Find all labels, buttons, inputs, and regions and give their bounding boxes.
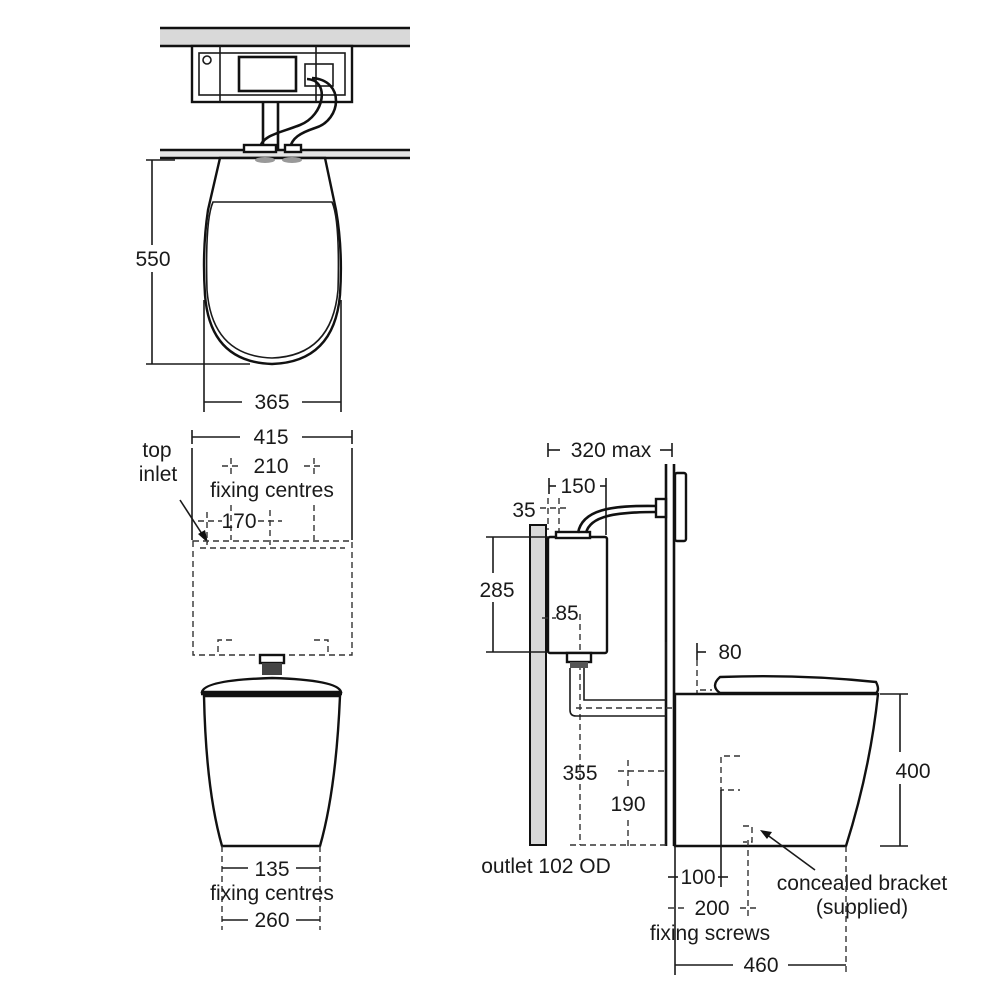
dim-80: 80 [718,641,741,664]
dim-460: 460 [743,954,778,977]
bracket-label-2: (supplied) [816,896,908,919]
dim-150: 150 [560,475,595,498]
dim-260: 260 [254,909,289,932]
dim-285: 285 [479,579,514,602]
side-view: 320 max 150 35 285 85 [479,439,947,977]
dim-170: 170 [221,510,256,533]
cistern-top [190,44,354,104]
concealed-cistern-outline [192,540,353,656]
ceiling-wall [160,28,410,46]
dim-190: 190 [610,793,645,816]
bracket-arrow [765,833,816,871]
fixing-centres-label-bottom: fixing centres [210,882,334,905]
dim-200: 200 [694,897,729,920]
dim-415: 415 [253,426,288,449]
dim-320-max: 320 max [571,439,652,462]
outlet-pipe [569,668,666,717]
flush-panel [237,55,298,93]
flush-hose [576,504,658,534]
seat-side [713,674,880,695]
top-view: 550 365 [135,26,410,414]
front-view: 415 top inlet 210 fixing centres 170 135 [139,426,353,932]
dim-550: 550 [135,248,170,271]
dim-210: 210 [253,455,288,478]
fixing-centres-label-top: fixing centres [210,479,334,502]
cistern-side [546,535,609,655]
hose [258,77,323,149]
seat-front [200,676,343,694]
dim-100: 100 [680,866,715,889]
dim-355: 355 [562,762,597,785]
top-inlet-label-1: top [142,439,171,462]
dim-365: 365 [254,391,289,414]
dim-85: 85 [555,602,578,625]
pan-top [202,156,343,366]
bracket-label-1: concealed bracket [777,872,948,895]
dim-35: 35 [512,499,535,522]
outlet-label: outlet 102 OD [481,855,611,878]
fixing-screws-label: fixing screws [650,922,770,945]
flush-plate [673,471,688,543]
dim-135: 135 [254,858,289,881]
seat-top [205,201,340,359]
pan-front [202,694,342,848]
top-inlet-label-2: inlet [139,463,178,486]
pan-side [673,692,880,848]
dim-400: 400 [895,760,930,783]
back-wall [529,524,547,846]
